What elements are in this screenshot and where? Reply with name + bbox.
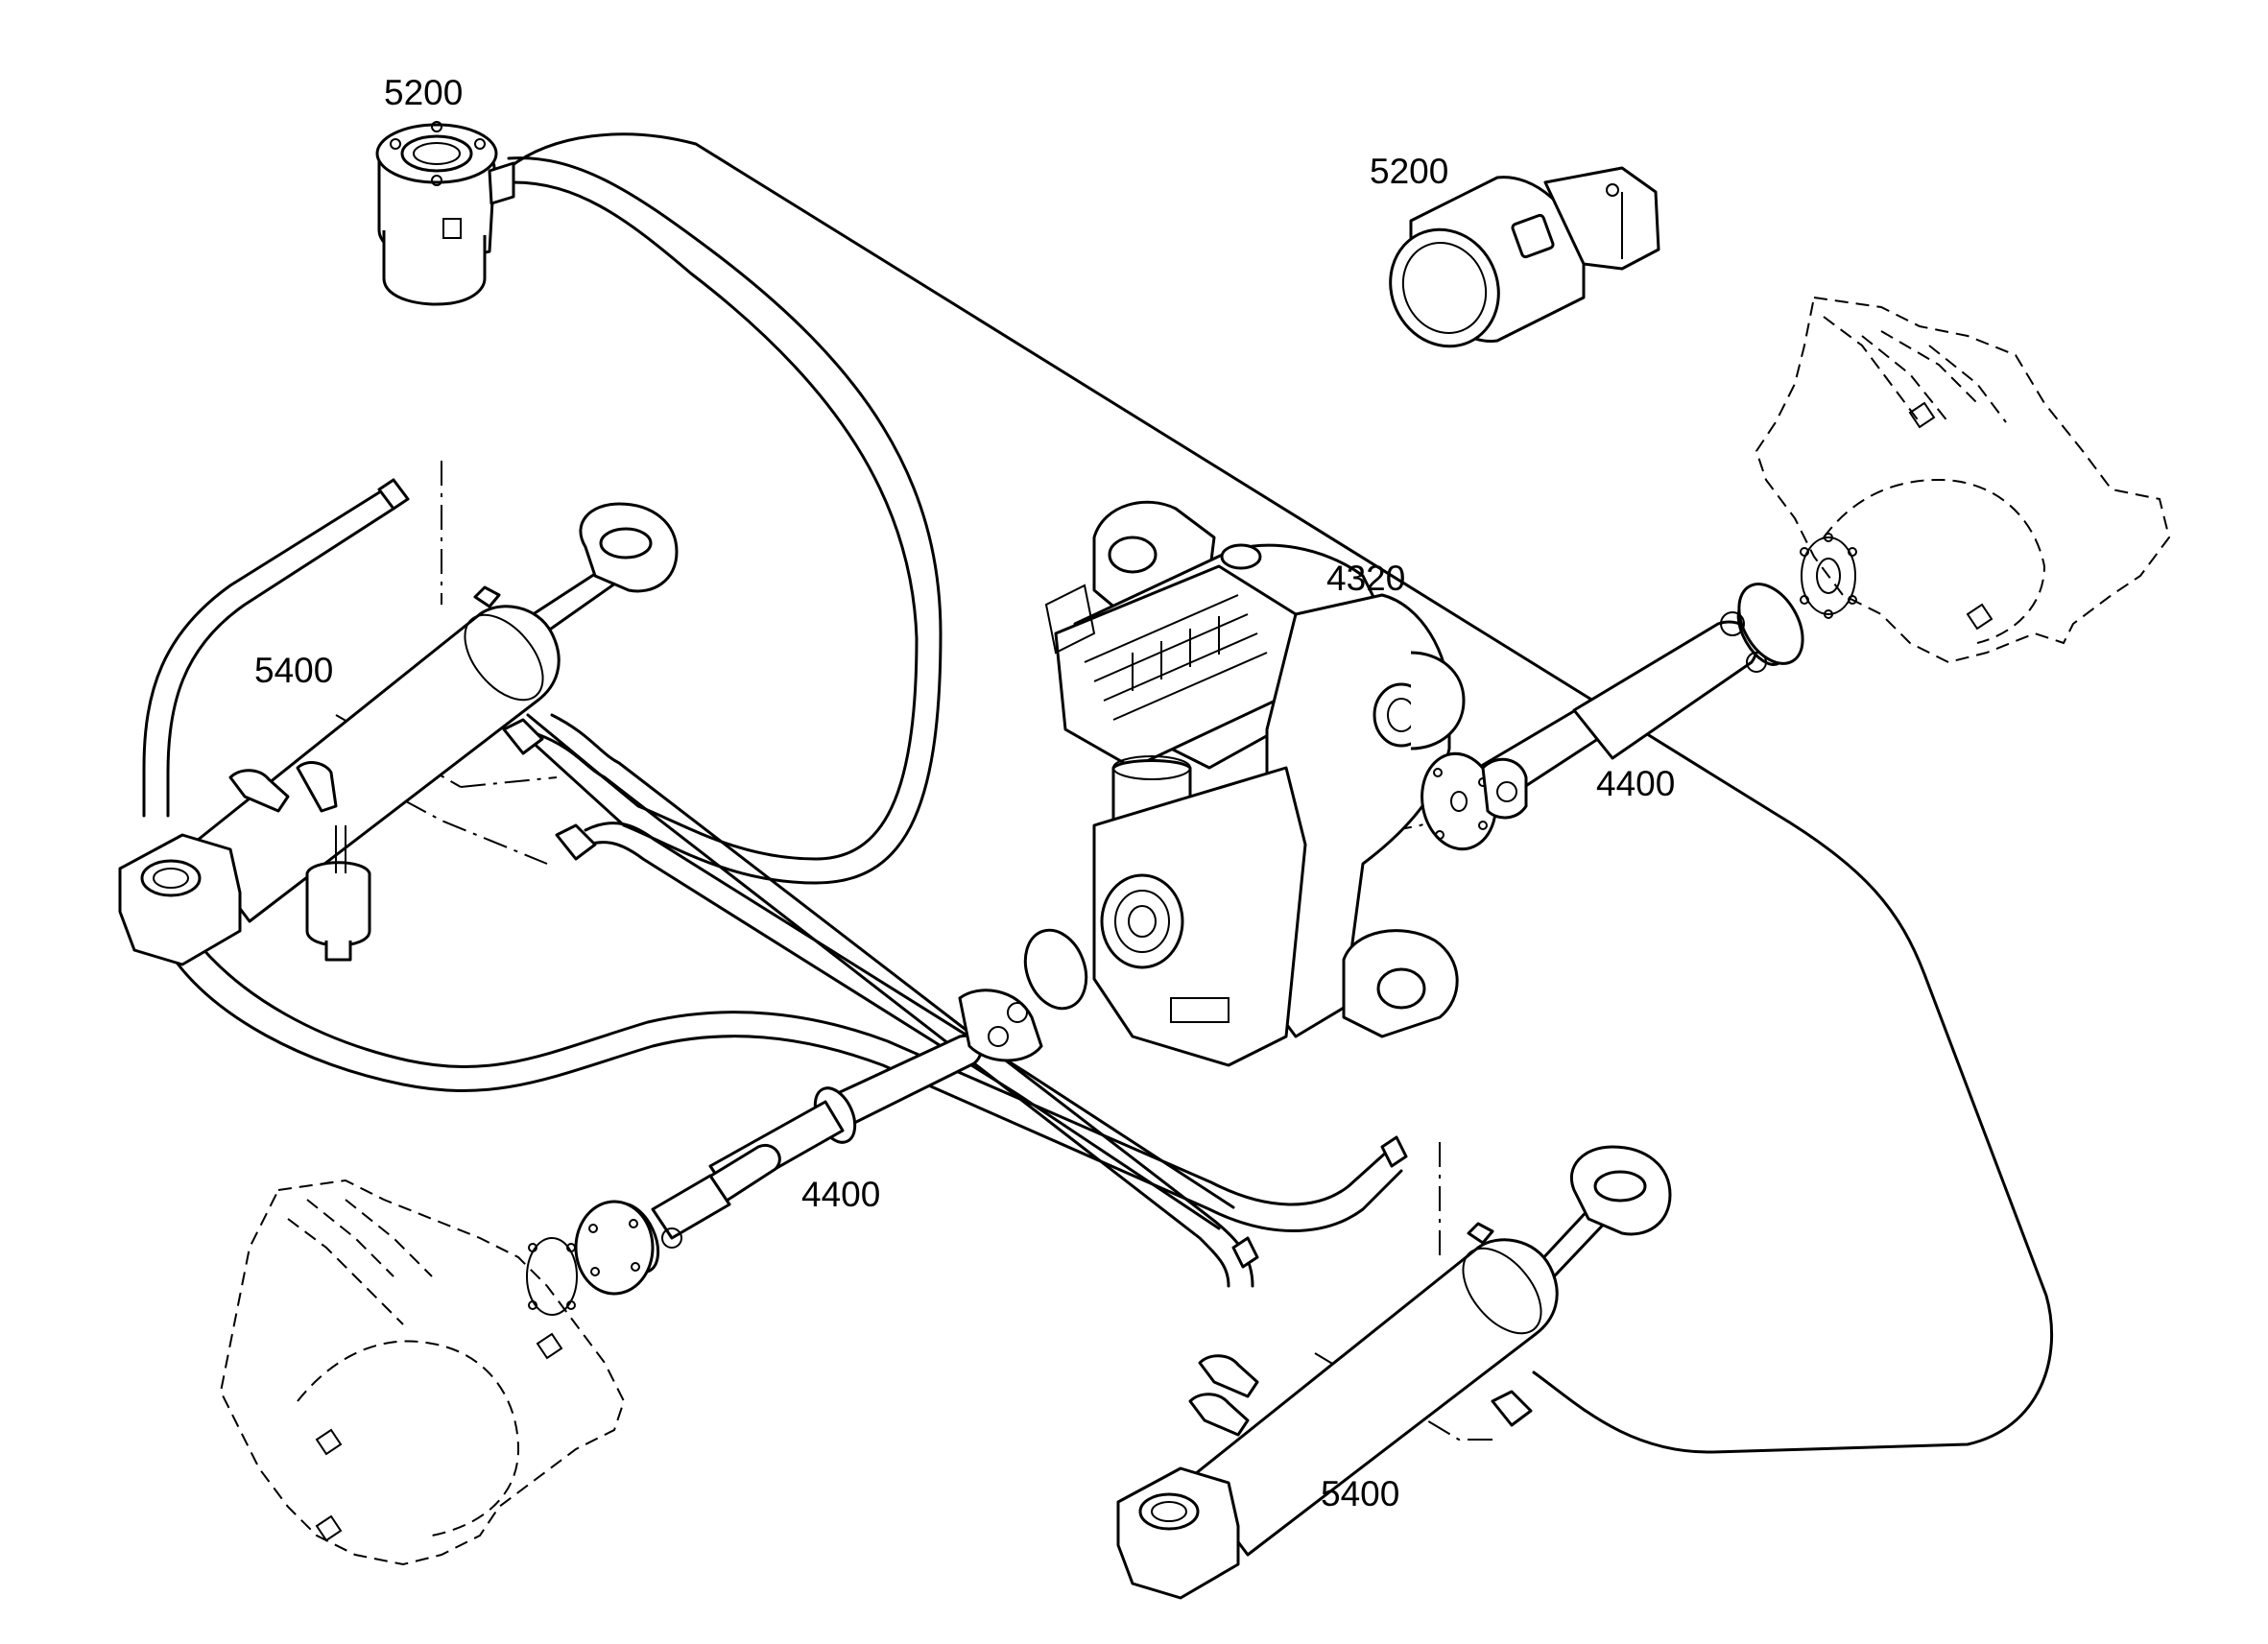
label-5400-left: 5400 bbox=[254, 651, 334, 690]
label-5200-top: 5200 bbox=[384, 73, 464, 112]
drive-shaft-front bbox=[574, 928, 1088, 1296]
steering-unit-top-right bbox=[1389, 166, 1660, 348]
label-5200-right: 5200 bbox=[1370, 152, 1449, 191]
steering-unit-top-left bbox=[375, 121, 515, 306]
axle-housing-rear bbox=[1755, 296, 2171, 664]
label-4320: 4320 bbox=[1326, 559, 1406, 598]
transfer-gearbox bbox=[1044, 500, 1466, 1067]
label-4400-right: 4400 bbox=[1596, 764, 1676, 803]
label-4400-lower: 4400 bbox=[801, 1175, 881, 1214]
axle-housing-front bbox=[219, 1179, 626, 1566]
hydraulic-hoses bbox=[142, 101, 2084, 1483]
drive-shaft-rear bbox=[1420, 583, 1804, 851]
label-5400-right: 5400 bbox=[1321, 1474, 1400, 1513]
steering-cylinder-left bbox=[118, 478, 679, 966]
steering-cylinder-right bbox=[1116, 1135, 1672, 1600]
